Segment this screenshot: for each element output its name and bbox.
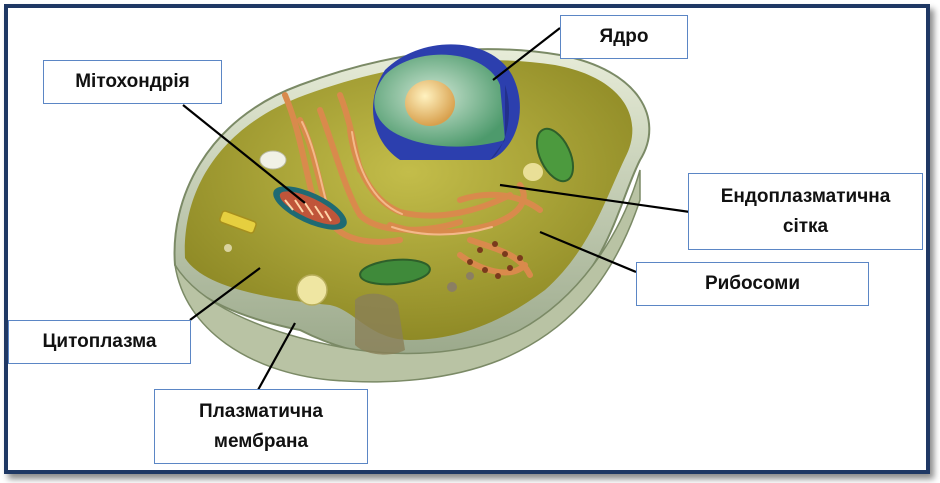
- lysosome-1: [297, 275, 327, 305]
- label-mitochondria-text: Мітохондрія: [75, 70, 190, 94]
- label-membrane-line2: мембрана: [214, 430, 308, 454]
- label-membrane-line1: Плазматична: [199, 400, 323, 424]
- label-nucleus: Ядро: [560, 15, 688, 59]
- label-endoplasmic-reticulum: Ендоплазматична сітка: [688, 173, 923, 250]
- nucleolus: [405, 80, 455, 126]
- label-nucleus-text: Ядро: [600, 25, 649, 49]
- label-ribosomes-text: Рибосоми: [705, 272, 800, 296]
- label-cytoplasm-text: Цитоплазма: [43, 330, 157, 354]
- label-cytoplasm: Цитоплазма: [8, 320, 191, 364]
- label-er-line1: Ендоплазматична: [721, 185, 891, 209]
- label-mitochondria: Мітохондрія: [43, 60, 222, 104]
- label-ribosomes: Рибосоми: [636, 262, 869, 306]
- nucleus: [373, 44, 520, 160]
- lysosome-2: [260, 151, 286, 169]
- label-plasma-membrane: Плазматична мембрана: [154, 389, 368, 464]
- label-er-line2: сітка: [783, 215, 828, 239]
